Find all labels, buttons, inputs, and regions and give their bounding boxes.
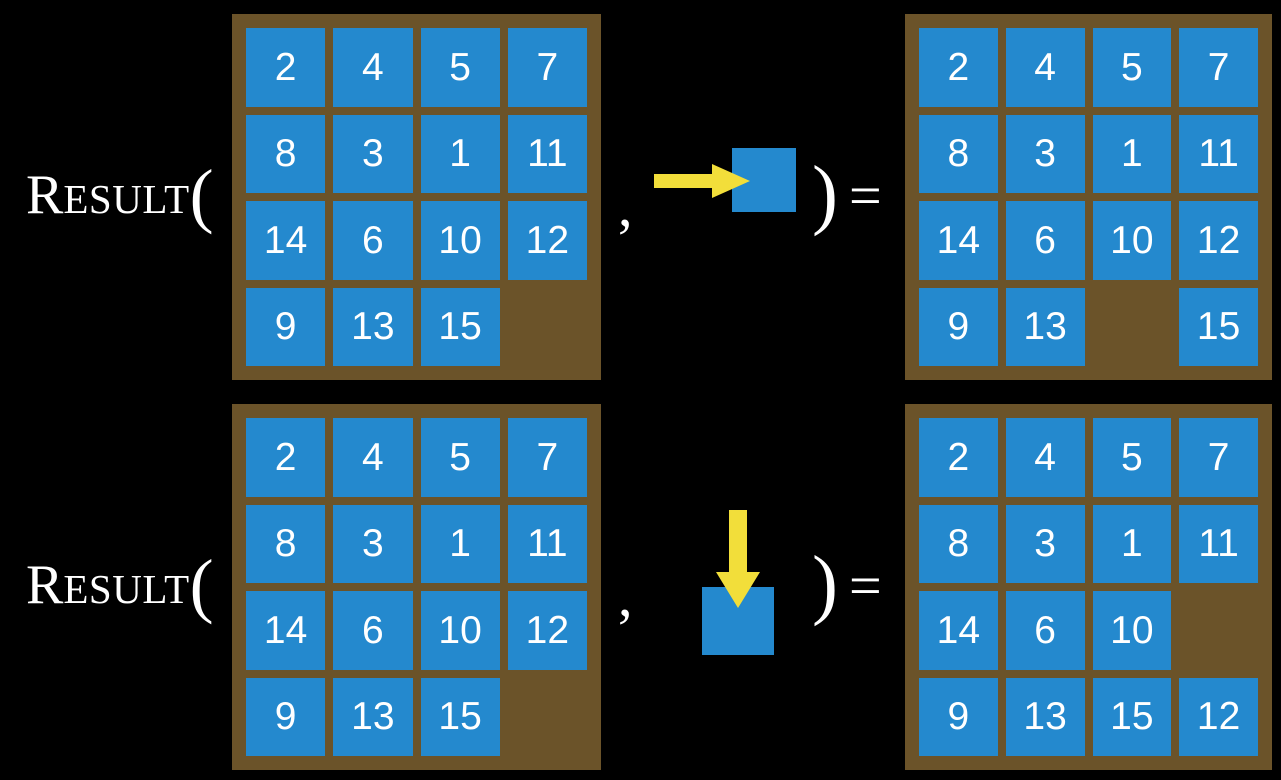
puzzle-tile[interactable]: 2 bbox=[919, 418, 998, 497]
puzzle-tile[interactable]: 6 bbox=[333, 201, 413, 280]
puzzle-tile[interactable]: 1 bbox=[420, 504, 500, 583]
puzzle-tile[interactable]: 11 bbox=[1179, 114, 1258, 193]
close-paren: ) bbox=[812, 539, 838, 627]
result-label-first-letter: R bbox=[26, 164, 64, 226]
puzzle-tile[interactable]: 10 bbox=[420, 201, 500, 280]
puzzle-tile[interactable]: 9 bbox=[919, 287, 998, 366]
puzzle-tile[interactable]: 7 bbox=[1179, 418, 1258, 497]
puzzle-tile[interactable]: 6 bbox=[333, 591, 413, 670]
move-down-operand[interactable] bbox=[690, 500, 850, 680]
puzzle-tile[interactable]: 11 bbox=[1179, 504, 1258, 583]
puzzle-tile[interactable]: 3 bbox=[1005, 114, 1085, 193]
puzzle-tile[interactable]: 14 bbox=[246, 591, 326, 670]
arrow-down-icon bbox=[716, 510, 760, 608]
result-label-rest: ESULT bbox=[63, 176, 190, 222]
puzzle-tile[interactable]: 13 bbox=[333, 677, 413, 756]
puzzle-tile[interactable]: 15 bbox=[420, 287, 500, 366]
puzzle-tile[interactable]: 7 bbox=[507, 418, 587, 497]
puzzle-tile[interactable]: 5 bbox=[1092, 28, 1172, 107]
puzzle-tile[interactable]: 2 bbox=[246, 28, 326, 107]
puzzle-tile[interactable]: 3 bbox=[333, 504, 413, 583]
move-right-operand[interactable] bbox=[650, 120, 810, 270]
puzzle-tile[interactable]: 9 bbox=[246, 287, 326, 366]
puzzle-tile[interactable]: 8 bbox=[246, 114, 326, 193]
puzzle-tile[interactable]: 12 bbox=[1179, 201, 1258, 280]
puzzle-tile[interactable]: 4 bbox=[333, 418, 413, 497]
puzzle-tile[interactable]: 12 bbox=[507, 591, 587, 670]
puzzle-tile[interactable]: 1 bbox=[420, 114, 500, 193]
puzzle-tile[interactable]: 10 bbox=[1092, 201, 1172, 280]
puzzle-tile[interactable]: 15 bbox=[1092, 677, 1172, 756]
argument-separator-comma: , bbox=[618, 173, 633, 239]
argument-separator-comma: , bbox=[618, 563, 633, 629]
puzzle-tile[interactable]: 15 bbox=[1179, 287, 1258, 366]
puzzle-tile[interactable]: 3 bbox=[1005, 504, 1085, 583]
puzzle-tile[interactable]: 14 bbox=[919, 591, 998, 670]
puzzle-tile[interactable]: 6 bbox=[1005, 591, 1085, 670]
puzzle-tile[interactable]: 1 bbox=[1092, 504, 1172, 583]
result-label-first-letter: R bbox=[26, 554, 64, 616]
puzzle-tile[interactable]: 3 bbox=[333, 114, 413, 193]
puzzle-tile[interactable]: 4 bbox=[333, 28, 413, 107]
puzzle-tile[interactable]: 5 bbox=[420, 418, 500, 497]
puzzle-tile[interactable]: 9 bbox=[246, 677, 326, 756]
arrow-right-icon bbox=[654, 164, 750, 198]
puzzle-tile[interactable]: 11 bbox=[507, 114, 587, 193]
puzzle-blank-cell bbox=[508, 678, 587, 757]
puzzle-tile[interactable]: 5 bbox=[420, 28, 500, 107]
puzzle-tile[interactable]: 13 bbox=[1005, 677, 1085, 756]
puzzle-tile[interactable]: 13 bbox=[333, 287, 413, 366]
puzzle-tile[interactable]: 10 bbox=[1092, 591, 1172, 670]
puzzle-tile[interactable]: 15 bbox=[420, 677, 500, 756]
puzzle-tile[interactable]: 7 bbox=[507, 28, 587, 107]
puzzle-tile[interactable]: 1 bbox=[1092, 114, 1172, 193]
puzzle-tile[interactable]: 12 bbox=[507, 201, 587, 280]
puzzle-tile[interactable]: 11 bbox=[507, 504, 587, 583]
result-label-rest: ESULT bbox=[63, 566, 190, 612]
puzzle-tile[interactable]: 4 bbox=[1005, 418, 1085, 497]
puzzle-tile[interactable]: 9 bbox=[919, 677, 998, 756]
equals-sign: = bbox=[849, 553, 882, 619]
puzzle-tile[interactable]: 8 bbox=[919, 114, 998, 193]
puzzle-tile[interactable]: 14 bbox=[919, 201, 998, 280]
puzzle-tile[interactable]: 4 bbox=[1005, 28, 1085, 107]
puzzle-blank-cell bbox=[508, 288, 587, 367]
puzzle-tile[interactable]: 14 bbox=[246, 201, 326, 280]
puzzle-tile[interactable]: 2 bbox=[246, 418, 326, 497]
puzzle-tile[interactable]: 7 bbox=[1179, 28, 1258, 107]
puzzle-tile[interactable]: 10 bbox=[420, 591, 500, 670]
puzzle-tile[interactable]: 8 bbox=[246, 504, 326, 583]
puzzle-tile[interactable]: 12 bbox=[1179, 677, 1258, 756]
equals-sign: = bbox=[849, 163, 882, 229]
puzzle-blank-cell bbox=[1093, 288, 1172, 367]
puzzle-tile[interactable]: 6 bbox=[1005, 201, 1085, 280]
puzzle-tile[interactable]: 2 bbox=[919, 28, 998, 107]
puzzle-tile[interactable]: 5 bbox=[1092, 418, 1172, 497]
puzzle-tile[interactable]: 13 bbox=[1005, 287, 1085, 366]
puzzle-blank-cell bbox=[1179, 591, 1258, 670]
close-paren: ) bbox=[812, 149, 838, 237]
puzzle-tile[interactable]: 8 bbox=[919, 504, 998, 583]
